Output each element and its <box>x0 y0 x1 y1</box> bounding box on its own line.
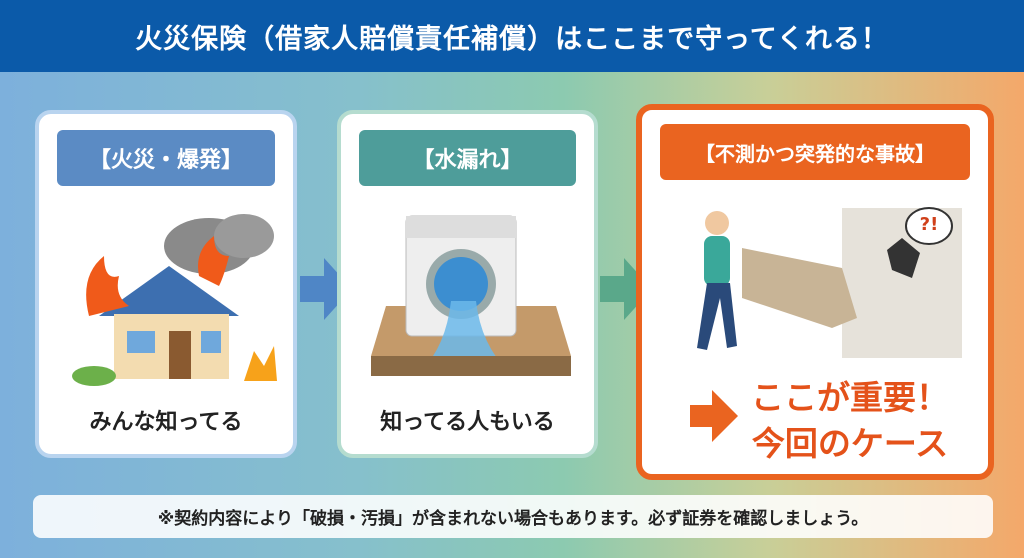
page-title: 火災保険（借家人賠償責任補償）はここまで守ってくれる！ <box>0 0 1024 72</box>
card-label: 【水漏れ】 <box>359 130 576 186</box>
washing-machine-leak-illustration <box>371 215 571 376</box>
card-water-leak: 【水漏れ】 知ってる人もいる <box>337 110 598 458</box>
card-fire-explosion: 【火災・爆発】 みんな知ってる <box>35 110 297 458</box>
footnote: ※契約内容により「破損・汚損」が含まれない場合もあります。必ず証券を確認しましょ… <box>33 495 993 538</box>
card-label: 【不測かつ突発的な事故】 <box>660 124 970 180</box>
card-caption: 知ってる人もいる <box>380 410 555 435</box>
highlight-this-case: 今回のケース <box>751 424 949 463</box>
surprise-text: ?! <box>919 214 939 235</box>
arrow-right-icon <box>600 258 652 320</box>
burning-house-illustration <box>72 214 277 386</box>
card-label: 【火災・爆発】 <box>57 130 275 186</box>
card-caption: みんな知ってる <box>89 410 243 435</box>
speech-bubble <box>905 207 953 245</box>
card-sudden-accident: 【不測かつ突発的な事故】 ?! ここが重要！ 今回のケース <box>636 104 994 480</box>
highlight-important: ここが重要！ <box>751 378 949 417</box>
arrow-right-icon <box>300 258 352 320</box>
arrow-right-icon <box>690 390 738 442</box>
